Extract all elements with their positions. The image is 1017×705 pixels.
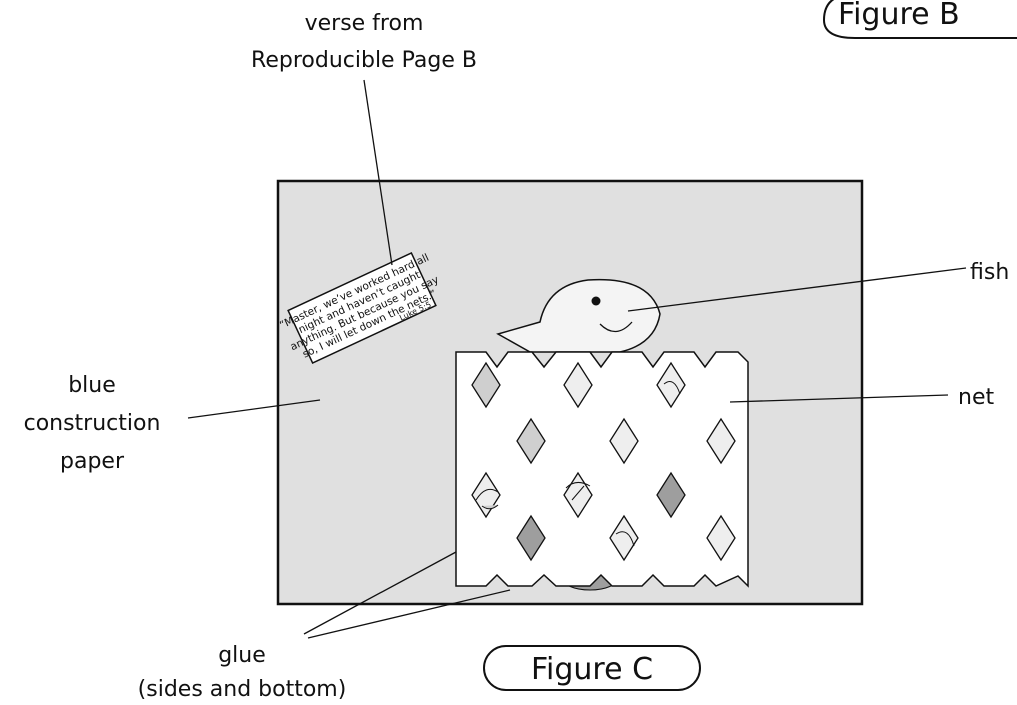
net-hole bbox=[609, 417, 639, 465]
net-hole bbox=[471, 361, 501, 409]
label-blue: blue bbox=[68, 373, 116, 398]
net-hole bbox=[516, 417, 546, 465]
net bbox=[455, 351, 749, 588]
net-hole bbox=[656, 361, 686, 409]
label-paper: paper bbox=[60, 449, 125, 474]
label-glue-detail: (sides and bottom) bbox=[138, 677, 347, 702]
figure-b-label: Figure B bbox=[838, 0, 960, 32]
net-hole bbox=[516, 514, 546, 562]
net-hole-details bbox=[475, 381, 681, 547]
label-net: net bbox=[958, 385, 994, 410]
label-reproducible-page: Reproducible Page B bbox=[251, 48, 477, 73]
paper-leader-line bbox=[187, 399, 321, 419]
net-hole bbox=[706, 417, 736, 465]
fish-eye bbox=[591, 296, 601, 306]
verse-leader-line bbox=[363, 79, 393, 266]
glue-leader-line-side bbox=[303, 551, 457, 635]
net-hole bbox=[656, 471, 686, 519]
net-leader-line bbox=[729, 394, 949, 403]
figure-c-badge: Figure C bbox=[483, 645, 701, 691]
label-verse-from: verse from bbox=[305, 11, 424, 36]
net-hole bbox=[609, 514, 639, 562]
figure-c-label: Figure C bbox=[531, 652, 653, 687]
fish bbox=[496, 278, 661, 353]
fish-leader-line bbox=[627, 267, 967, 312]
fish-smile bbox=[599, 321, 633, 333]
net-hole bbox=[706, 514, 736, 562]
figure-b-badge: Figure B bbox=[822, 0, 1017, 39]
net-hole bbox=[563, 361, 593, 409]
glue-leader-line-bottom bbox=[307, 589, 511, 639]
label-glue: glue bbox=[218, 643, 266, 668]
label-construction: construction bbox=[24, 411, 161, 436]
label-fish: fish bbox=[970, 260, 1009, 285]
